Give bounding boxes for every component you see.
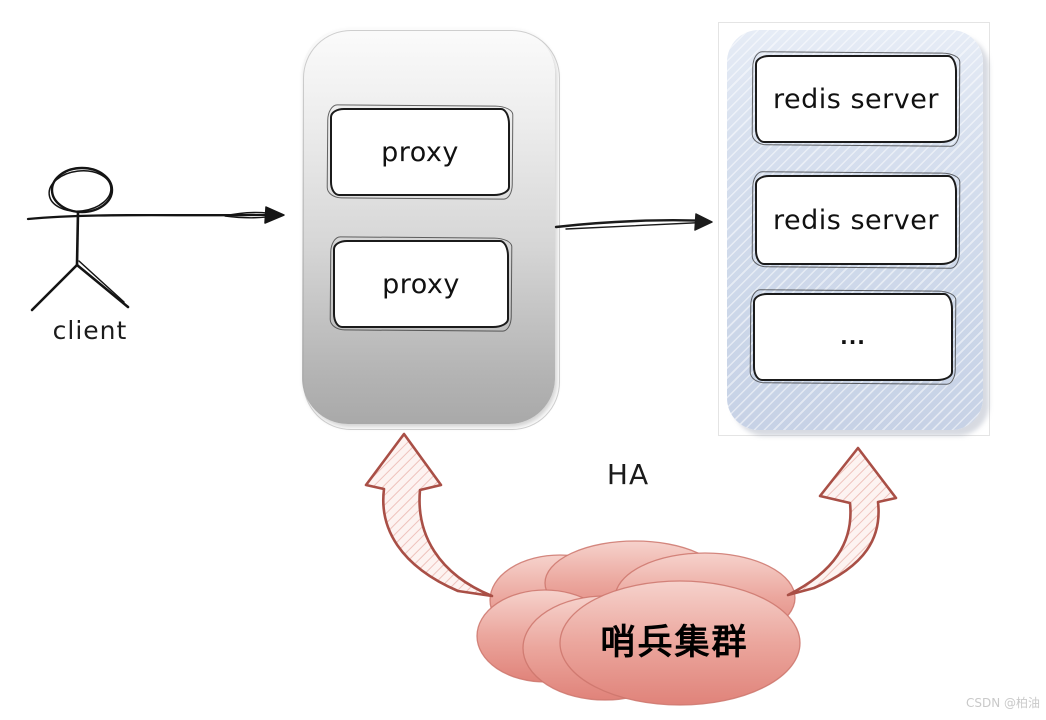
proxy-to-redis-arrow <box>554 213 713 231</box>
watermark: CSDN @柏油 <box>965 696 1040 710</box>
client-to-proxy-arrow <box>26 213 280 221</box>
redis-server-node: redis server <box>755 175 957 265</box>
proxy-node: proxy <box>330 108 510 196</box>
arrowhead-icon <box>264 206 285 224</box>
sentinel-cluster-label: 哨兵集群 <box>600 623 749 663</box>
proxy-cluster-container: proxy proxy <box>302 28 555 424</box>
stick-person-icon <box>26 166 285 312</box>
redis-cluster-container: redis server redis server ... <box>727 30 983 430</box>
proxy-node-label: proxy <box>381 136 459 168</box>
redis-server-label: redis server <box>773 83 939 115</box>
sentinel-to-proxy-arrow <box>364 432 494 598</box>
ellipsis-label: ... <box>840 325 866 349</box>
redis-server-label: redis server <box>773 204 939 236</box>
proxy-node-label: proxy <box>382 268 460 300</box>
arrowhead-icon <box>694 213 713 231</box>
ha-label: HA <box>606 458 650 491</box>
redis-cluster-frame <box>718 22 990 436</box>
proxy-node: proxy <box>333 240 509 328</box>
redis-server-node: redis server <box>755 55 957 143</box>
sentinel-cloud-icon <box>476 540 801 706</box>
client-label: client <box>52 316 128 345</box>
sentinel-to-redis-arrow <box>786 446 898 597</box>
ellipsis-node: ... <box>753 293 953 381</box>
